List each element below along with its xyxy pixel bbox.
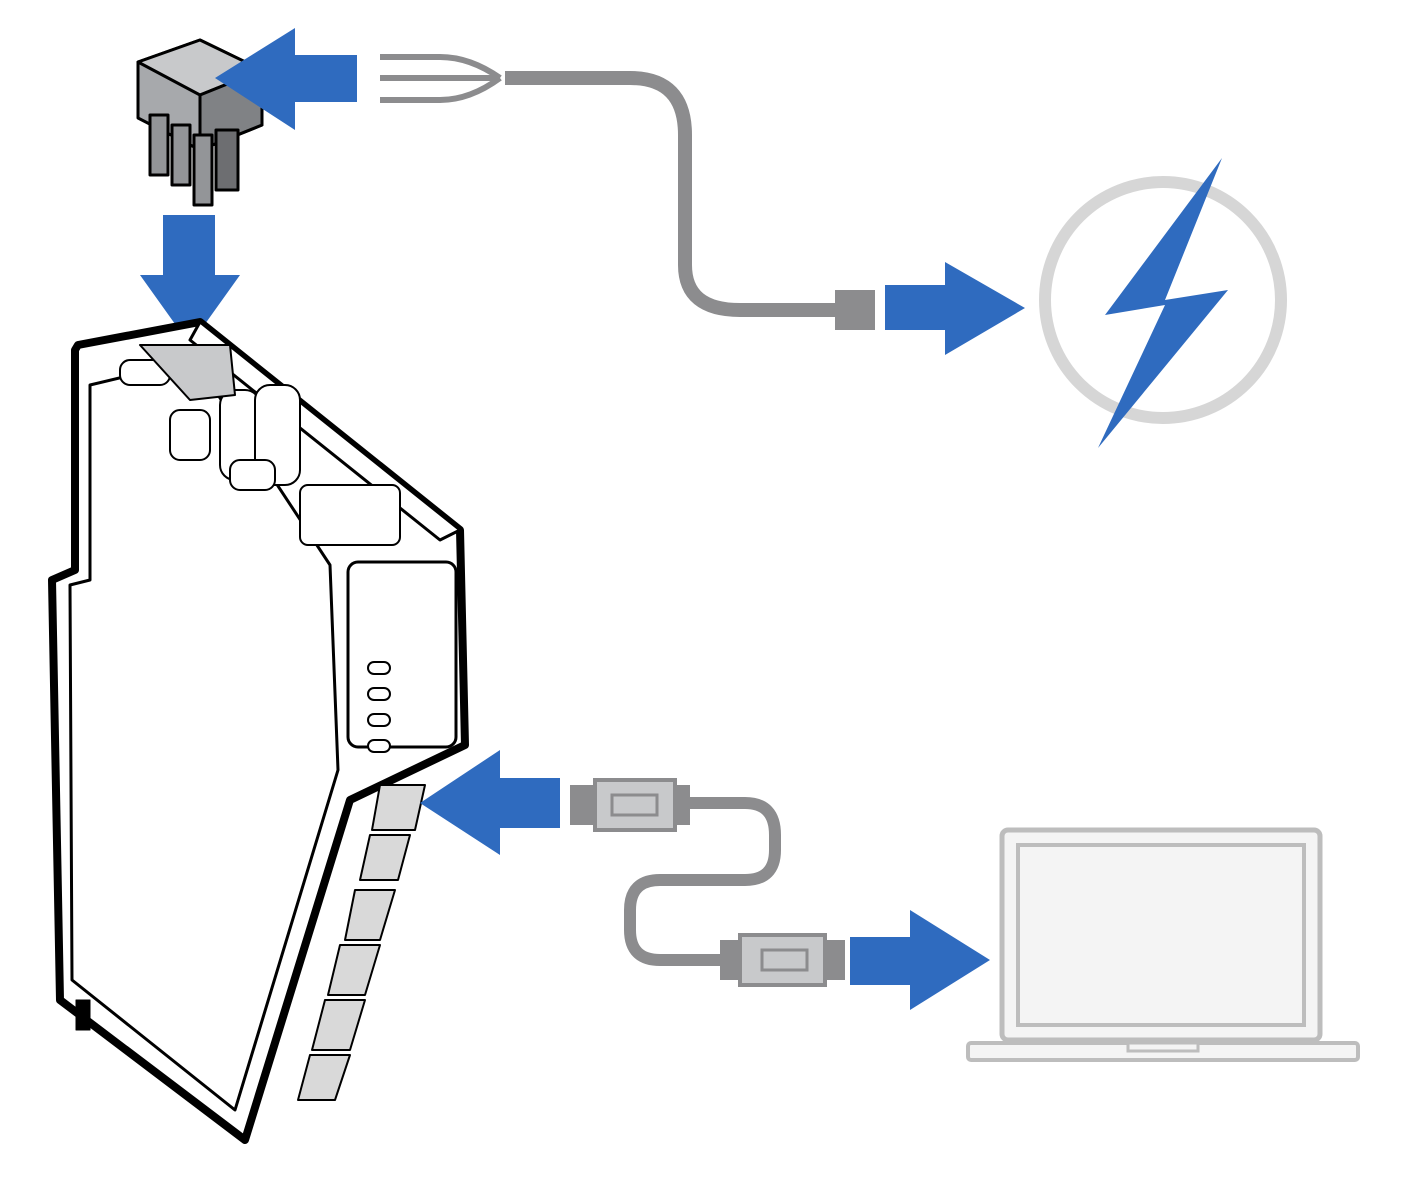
gateway-device — [48, 318, 469, 1144]
arrow-right-to-power — [885, 262, 1025, 355]
ethernet-cable — [624, 797, 781, 966]
arrow-down-to-device — [140, 215, 240, 345]
arrow-left-to-ethernet-port — [420, 750, 560, 855]
power-plug — [835, 290, 875, 330]
power-source-lightning-icon — [1039, 158, 1287, 448]
power-wires — [380, 54, 502, 103]
ethernet-plug-laptop-end — [720, 933, 845, 987]
ethernet-plug-device-end — [570, 778, 690, 832]
power-cable — [505, 71, 835, 317]
arrow-right-to-laptop — [850, 910, 990, 1010]
laptop-icon — [966, 827, 1360, 1062]
arrow-left-to-connector — [215, 28, 357, 130]
